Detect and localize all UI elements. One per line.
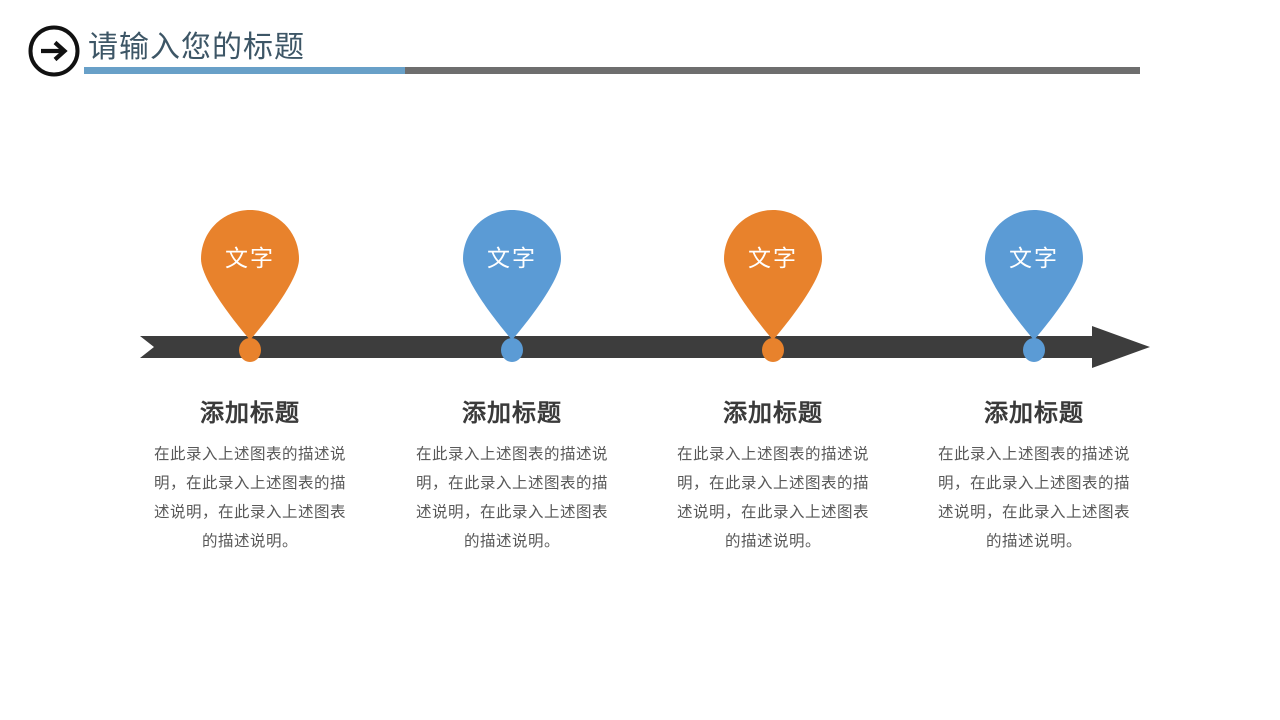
column-1-body: 在此录入上述图表的描述说明，在此录入上述图表的描述说明，在此录入上述图表的描述说… xyxy=(153,446,346,550)
column-3-title: 添加标题 xyxy=(723,400,823,427)
page-title: 请输入您的标题 xyxy=(88,31,305,64)
timeline-node-2[interactable] xyxy=(501,338,523,362)
column-4-title: 添加标题 xyxy=(984,400,1084,427)
timeline-column-1: 添加标题 在此录入上述图表的描述说明，在此录入上述图表的描述说明，在此录入上述图… xyxy=(125,398,375,556)
column-3-body: 在此录入上述图表的描述说明，在此录入上述图表的描述说明，在此录入上述图表的描述说… xyxy=(676,446,869,550)
column-2-title: 添加标题 xyxy=(462,400,562,427)
map-pin-1[interactable]: 文字 xyxy=(197,208,303,340)
timeline-column-3: 添加标题 在此录入上述图表的描述说明，在此录入上述图表的描述说明，在此录入上述图… xyxy=(648,398,898,556)
map-pin-2[interactable]: 文字 xyxy=(459,208,565,340)
header-divider-accent xyxy=(84,67,405,74)
column-4-body: 在此录入上述图表的描述说明，在此录入上述图表的描述说明，在此录入上述图表的描述说… xyxy=(937,446,1130,550)
map-pin-3[interactable]: 文字 xyxy=(720,208,826,340)
circle-arrow-right-icon xyxy=(27,24,81,78)
column-1-title: 添加标题 xyxy=(200,400,300,427)
timeline-column-4: 添加标题 在此录入上述图表的描述说明，在此录入上述图表的描述说明，在此录入上述图… xyxy=(909,398,1159,556)
timeline-node-4[interactable] xyxy=(1023,338,1045,362)
header-divider xyxy=(84,67,1140,74)
timeline-arrow xyxy=(140,324,1150,370)
timeline-node-3[interactable] xyxy=(762,338,784,362)
timeline-column-2: 添加标题 在此录入上述图表的描述说明，在此录入上述图表的描述说明，在此录入上述图… xyxy=(387,398,637,556)
timeline-node-1[interactable] xyxy=(239,338,261,362)
header-divider-base xyxy=(405,67,1140,74)
column-2-body: 在此录入上述图表的描述说明，在此录入上述图表的描述说明，在此录入上述图表的描述说… xyxy=(415,446,608,550)
map-pin-4[interactable]: 文字 xyxy=(981,208,1087,340)
slide-header: 请输入您的标题 xyxy=(0,0,1280,92)
